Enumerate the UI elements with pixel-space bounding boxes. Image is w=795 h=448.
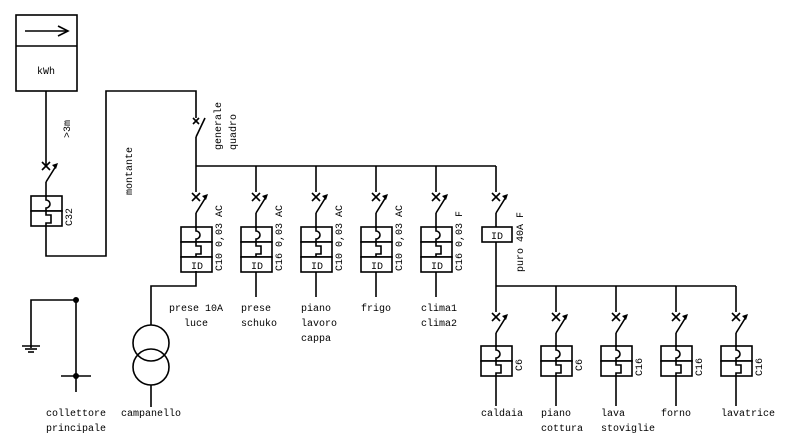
circuit-label: clima2 [421,318,457,330]
upper-circuit: ID C16 0,03 F clima1 clima2 [420,166,466,330]
circuit-rating: C10 0,03 AC [215,205,226,271]
meter-unit-label: kWh [37,66,55,78]
main-breaker-rating: C32 [65,208,76,226]
breaker-switch-icon [731,312,748,334]
lower-circuit: C6 caldaia [480,286,526,420]
breaker-switch-icon [491,192,508,214]
breaker-switch-icon [551,312,568,334]
circuit-label: prese [241,304,271,315]
collector-label-1: collettore [46,408,106,420]
upper-circuits: ID C10 0,03 AC prese 10A luce ID C16 0,03 AC p… [169,166,466,345]
bell-transformer: campanello [121,271,197,420]
circuit-rating: C6 [515,359,526,371]
arrow-right-icon [25,25,70,37]
circuit-label: forno [661,408,691,420]
breaker-switch-icon [611,312,628,334]
circuit-label: frigo [361,303,391,315]
bell-label: campanello [121,408,181,420]
pure-rcd-box [481,226,513,243]
upper-circuit: ID C10 0,03 AC frigo [360,166,406,315]
riser-label: montante [125,147,136,195]
breaker-switch-icon [251,192,268,214]
lower-circuit: C16 lavatrice [720,286,775,420]
circuit-rating: C16 [635,358,646,376]
pure-rcd-circuit: ID puro 40A F [481,166,527,286]
general-switch-label-1: generale [213,102,225,150]
rcd-id-label: ID [311,262,323,273]
rcd-id-label: ID [251,262,263,273]
main-breaker: C32 [30,161,76,227]
circuit-label: cappa [301,334,331,345]
breaker-switch-icon [671,312,688,334]
circuit-label: stoviglie [601,423,655,435]
transformer-coil-primary [132,324,170,362]
meter-frame [15,14,78,92]
rcd-id-label: ID [431,262,443,273]
distance-label: >3m [63,120,74,138]
circuit-rating: C16 0,03 AC [275,205,286,271]
lower-circuits: C6caldaiaC6pianocotturaC16lavastoviglieC… [480,286,775,435]
circuit-rating: C16 [755,358,766,376]
circuit-rating: C10 0,03 AC [335,205,346,271]
rcd-id-label: ID [191,262,203,273]
circuit-label: lavatrice [721,408,775,420]
circuit-rating: C6 [575,359,586,371]
upper-circuit: ID C10 0,03 AC prese 10A luce [169,166,226,330]
lower-circuit: C16 forno [660,286,706,420]
upper-circuit: ID C10 0,03 AC piano lavoro cappa [300,166,346,345]
circuit-label: cottura [541,424,583,435]
circuit-rating: C16 [695,358,706,376]
ground-icon [22,345,40,353]
circuit-label: caldaia [481,408,523,420]
energy-meter: kWh [15,14,78,92]
rcd-id-label: ID [371,262,383,273]
general-switch: generale quadro [192,102,240,166]
collector-label-2: principale [46,423,106,435]
circuit-label: lavoro [301,318,337,330]
riser-wire [45,90,197,257]
earth-collector: collettore principale [22,297,106,435]
circuit-label: prese 10A [169,304,223,315]
circuit-label: piano [301,303,331,315]
breaker-switch-icon [311,192,328,214]
breaker-switch-icon [491,312,508,334]
breaker-switch-icon [371,192,388,214]
circuit-rating: C16 0,03 F [455,211,466,271]
circuit-label: clima1 [421,303,457,315]
circuit-label: piano [541,408,571,420]
circuit-label: luce [184,318,208,330]
breaker-switch-icon [191,192,208,214]
upper-circuit: ID C16 0,03 AC prese schuko [240,166,286,330]
transformer-coil-secondary [132,348,170,386]
general-switch-label-2: quadro [228,114,240,150]
breaker-switch-icon [41,161,58,183]
lower-circuit: C6 piano cottura [540,286,586,435]
circuit-label: schuko [241,318,277,330]
circuit-rating: C10 0,03 AC [395,205,406,271]
pure-rcd-id: ID [491,232,503,243]
lower-circuit: C16 lava stoviglie [600,286,655,435]
breaker-switch-icon [431,192,448,214]
pure-rcd-rating: puro 40A F [516,212,527,272]
circuit-label: lava [601,408,625,420]
